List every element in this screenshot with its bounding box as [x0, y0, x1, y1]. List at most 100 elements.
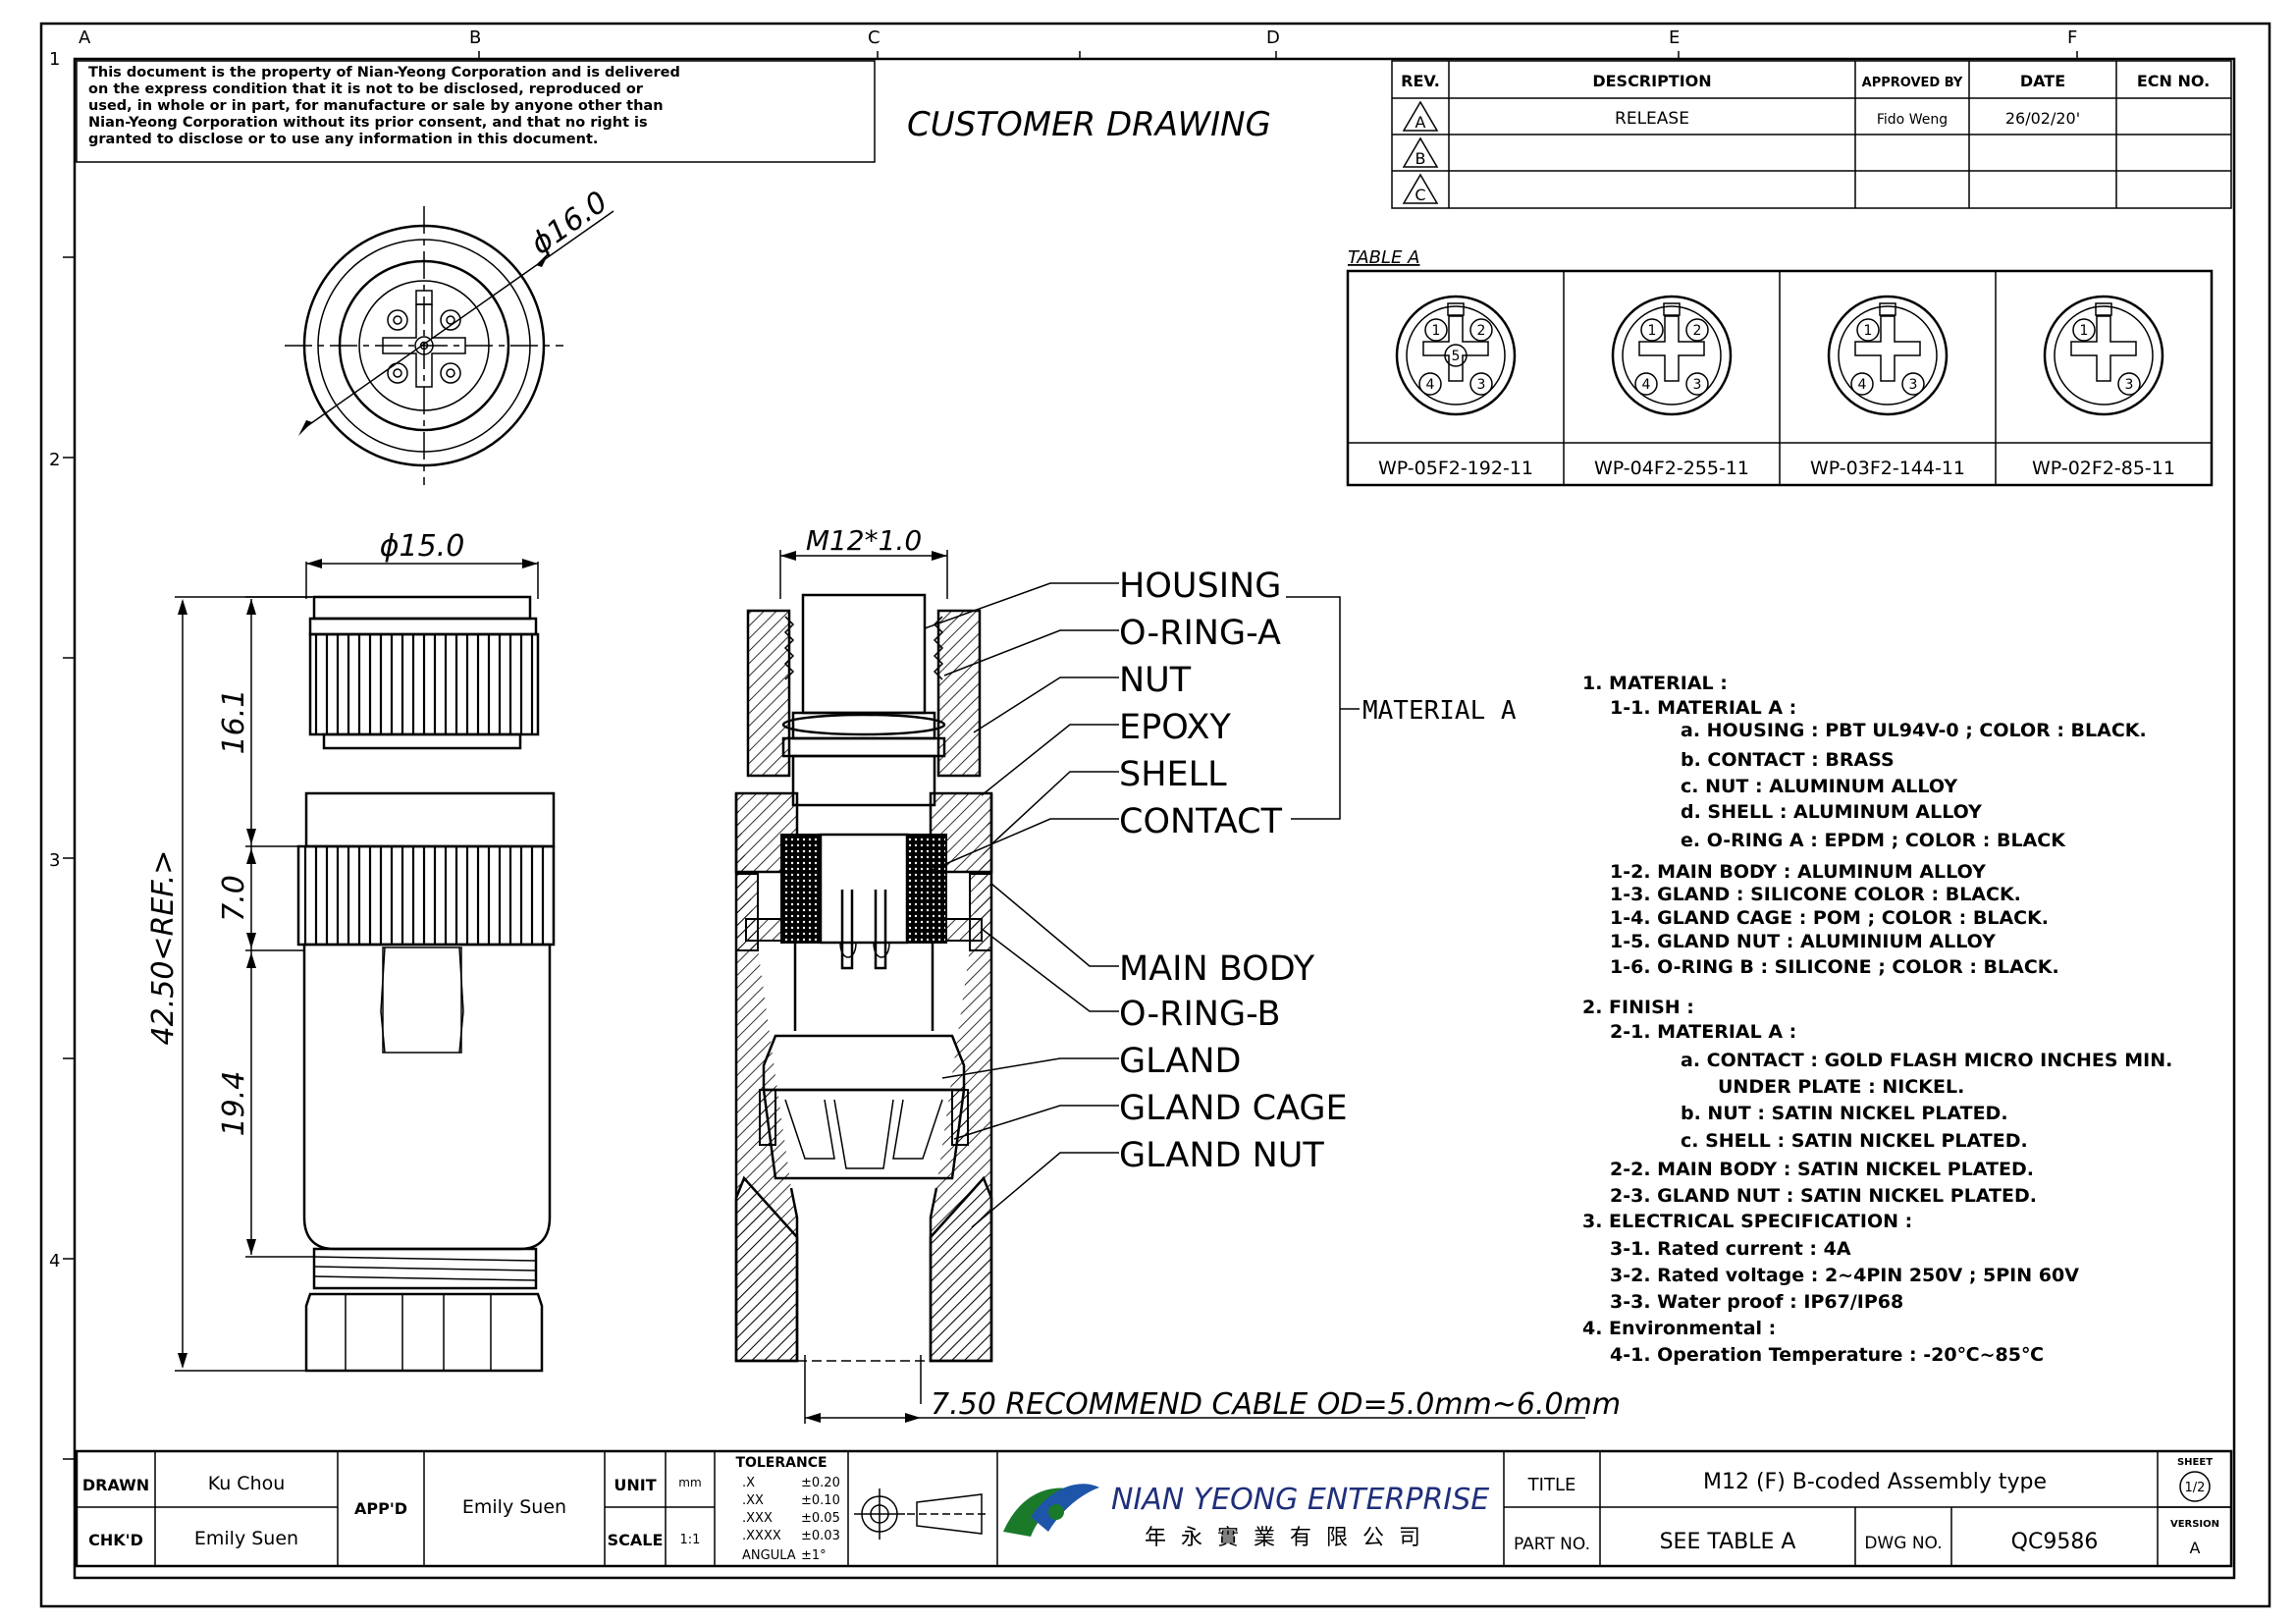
note-line: 1-2. MAIN BODY : ALUMINUM ALLOY: [1610, 861, 1986, 883]
rev-description: RELEASE: [1615, 109, 1689, 129]
note-line: 3-1. Rated current : 4A: [1610, 1238, 1851, 1260]
scale-label: SCALE: [608, 1531, 664, 1549]
company-logo-icon: [1003, 1484, 1099, 1537]
note-line: 1-4. GLAND CAGE : POM ; COLOR : BLACK.: [1610, 907, 2049, 929]
description-header: DESCRIPTION: [1592, 72, 1711, 90]
approved-by: Emily Suen: [462, 1496, 566, 1518]
tolerance-value: ±0.20: [801, 1476, 840, 1490]
rev-header: REV.: [1401, 72, 1440, 90]
tolerance-key: .X: [742, 1476, 755, 1490]
table-a-part: WP-03F2-144-11: [1810, 458, 1965, 479]
callouts: HOUSING O-RING-A NUT EPOXY SHELL CONTACT…: [922, 567, 1517, 1228]
appd-label: APP'D: [354, 1499, 407, 1518]
thread-size: M12*1.0: [806, 524, 922, 557]
sheet-value: 1/2: [2185, 1481, 2206, 1495]
note-line: 4. Environmental :: [1582, 1318, 1776, 1339]
dwg-no-label: DWG NO.: [1864, 1534, 1942, 1553]
pin-layout-2pin: 1 3: [2043, 295, 2164, 416]
drawn-label: DRAWN: [82, 1476, 149, 1494]
notice-line: used, in whole or in part, for manufactu…: [88, 98, 664, 114]
callout-gland-cage: GLAND CAGE: [1119, 1089, 1348, 1128]
unit-value: mm: [678, 1476, 701, 1489]
callout-o-ring-a: O-RING-A: [1119, 614, 1281, 653]
rev-row-b: B: [1402, 136, 1439, 168]
tolerance-key: .XX: [742, 1493, 764, 1508]
pin-layout-4pin: 1 2 3 4: [1611, 295, 1733, 416]
rev-letter: B: [1415, 149, 1426, 168]
callout-shell: SHELL: [1119, 755, 1227, 794]
note-line: 1. MATERIAL :: [1582, 673, 1728, 694]
note-line: a. HOUSING : PBT UL94V-0 ; COLOR : BLACK…: [1681, 720, 2147, 741]
pin-label: 3: [1693, 377, 1702, 393]
body-diameter: ϕ15.0: [380, 529, 465, 564]
projection-symbol-icon: [854, 1488, 989, 1540]
pin-label: 4: [1426, 377, 1435, 393]
table-a-part: WP-05F2-192-11: [1378, 458, 1533, 479]
unit-label: UNIT: [614, 1476, 656, 1494]
callout-nut: NUT: [1119, 661, 1192, 700]
drawing-title: M12 (F) B-coded Assembly type: [1703, 1470, 2047, 1494]
zone-row-3: 3: [49, 850, 60, 871]
zone-col-d: D: [1266, 27, 1280, 48]
side-view: ϕ15.0 42.50<REF.>: [146, 529, 556, 1373]
checked-by: Emily Suen: [194, 1528, 298, 1549]
pin-label: 5: [1452, 349, 1461, 364]
note-line: c. NUT : ALUMINUM ALLOY: [1681, 776, 1957, 797]
zone-col-e: E: [1669, 27, 1680, 48]
callout-main-body: MAIN BODY: [1119, 949, 1315, 989]
overall-length: 42.50<REF.>: [146, 850, 181, 1046]
inner-frame: [73, 57, 2236, 1580]
pin-label: 1: [2080, 323, 2089, 339]
face-diameter: ϕ16.0: [525, 185, 614, 261]
note-line: 2-3. GLAND NUT : SATIN NICKEL PLATED.: [1610, 1185, 2037, 1207]
tolerance-value: ±0.05: [801, 1511, 840, 1526]
title-block: DRAWN CHK'D APP'D UNIT SCALE Ku Chou Emi…: [75, 1449, 2233, 1568]
note-line: 1-3. GLAND : SILICONE COLOR : BLACK.: [1610, 884, 2021, 905]
note-line: b. NUT : SATIN NICKEL PLATED.: [1681, 1103, 2008, 1124]
table-a: WP-05F2-192-11 WP-04F2-255-11 WP-03F2-14…: [1346, 269, 2214, 487]
rev-row-a: A RELEASE Fido Weng 26/02/20': [1402, 100, 2080, 132]
sheet-icon: [2179, 1471, 2211, 1502]
note-line: 3. ELECTRICAL SPECIFICATION :: [1582, 1211, 1912, 1232]
notice-box: [76, 60, 876, 163]
dim-segment-bottom: 19.4: [217, 1071, 251, 1137]
company-name: NIAN YEONG ENTERPRISE: [1111, 1483, 1489, 1517]
note-line: e. O-RING A : EPDM ; COLOR : BLACK: [1681, 830, 2066, 851]
rev-approved-by: Fido Weng: [1877, 112, 1948, 128]
note-line: 4-1. Operation Temperature : -20℃~85℃: [1610, 1344, 2044, 1366]
notice-text: This document is the property of Nian-Ye…: [88, 65, 680, 147]
note-line: 1-1. MATERIAL A :: [1610, 697, 1796, 719]
version-label: VERSION: [2170, 1519, 2219, 1530]
date-header: DATE: [2020, 72, 2065, 90]
tolerance-key: ANGULA: [742, 1548, 796, 1563]
callout-epoxy: EPOXY: [1119, 708, 1232, 747]
callout-contact: CONTACT: [1119, 802, 1283, 841]
outer-frame: [39, 22, 2271, 1608]
note-line: 1-6. O-RING B : SILICONE ; COLOR : BLACK…: [1610, 956, 2059, 978]
part-no-label: PART NO.: [1514, 1535, 1590, 1554]
notice-line: This document is the property of Nian-Ye…: [88, 65, 680, 81]
dim-segment-top: 16.1: [217, 689, 251, 755]
rev-row-c: C: [1402, 173, 1439, 204]
title-label: TITLE: [1527, 1475, 1576, 1495]
sheet-label: SHEET: [2177, 1457, 2213, 1468]
pin-label: 3: [2125, 377, 2134, 393]
callout-gland: GLAND: [1119, 1042, 1242, 1081]
note-line: c. SHELL : SATIN NICKEL PLATED.: [1681, 1130, 2028, 1152]
header-title: CUSTOMER DRAWING: [907, 105, 1271, 144]
tolerance-title: TOLERANCE: [735, 1455, 827, 1471]
scale-value: 1:1: [680, 1533, 701, 1547]
pin-label: 3: [1909, 377, 1918, 393]
notice-line: Nian-Yeong Corporation without its prior…: [88, 115, 648, 131]
drawn-by: Ku Chou: [208, 1473, 286, 1494]
zone-col-b: B: [469, 27, 481, 48]
callout-housing: HOUSING: [1119, 567, 1281, 606]
zone-col-a: A: [79, 27, 91, 48]
pin-label: 4: [1642, 377, 1651, 393]
rev-date: 26/02/20': [2005, 109, 2080, 128]
part-no-value: SEE TABLE A: [1660, 1530, 1796, 1554]
pin-layout-3pin: 1 3 4: [1827, 295, 1949, 416]
note-line: 3-2. Rated voltage : 2~4PIN 250V ; 5PIN …: [1610, 1265, 2079, 1286]
rev-letter: A: [1415, 113, 1426, 132]
zone-row-2: 2: [49, 450, 60, 470]
